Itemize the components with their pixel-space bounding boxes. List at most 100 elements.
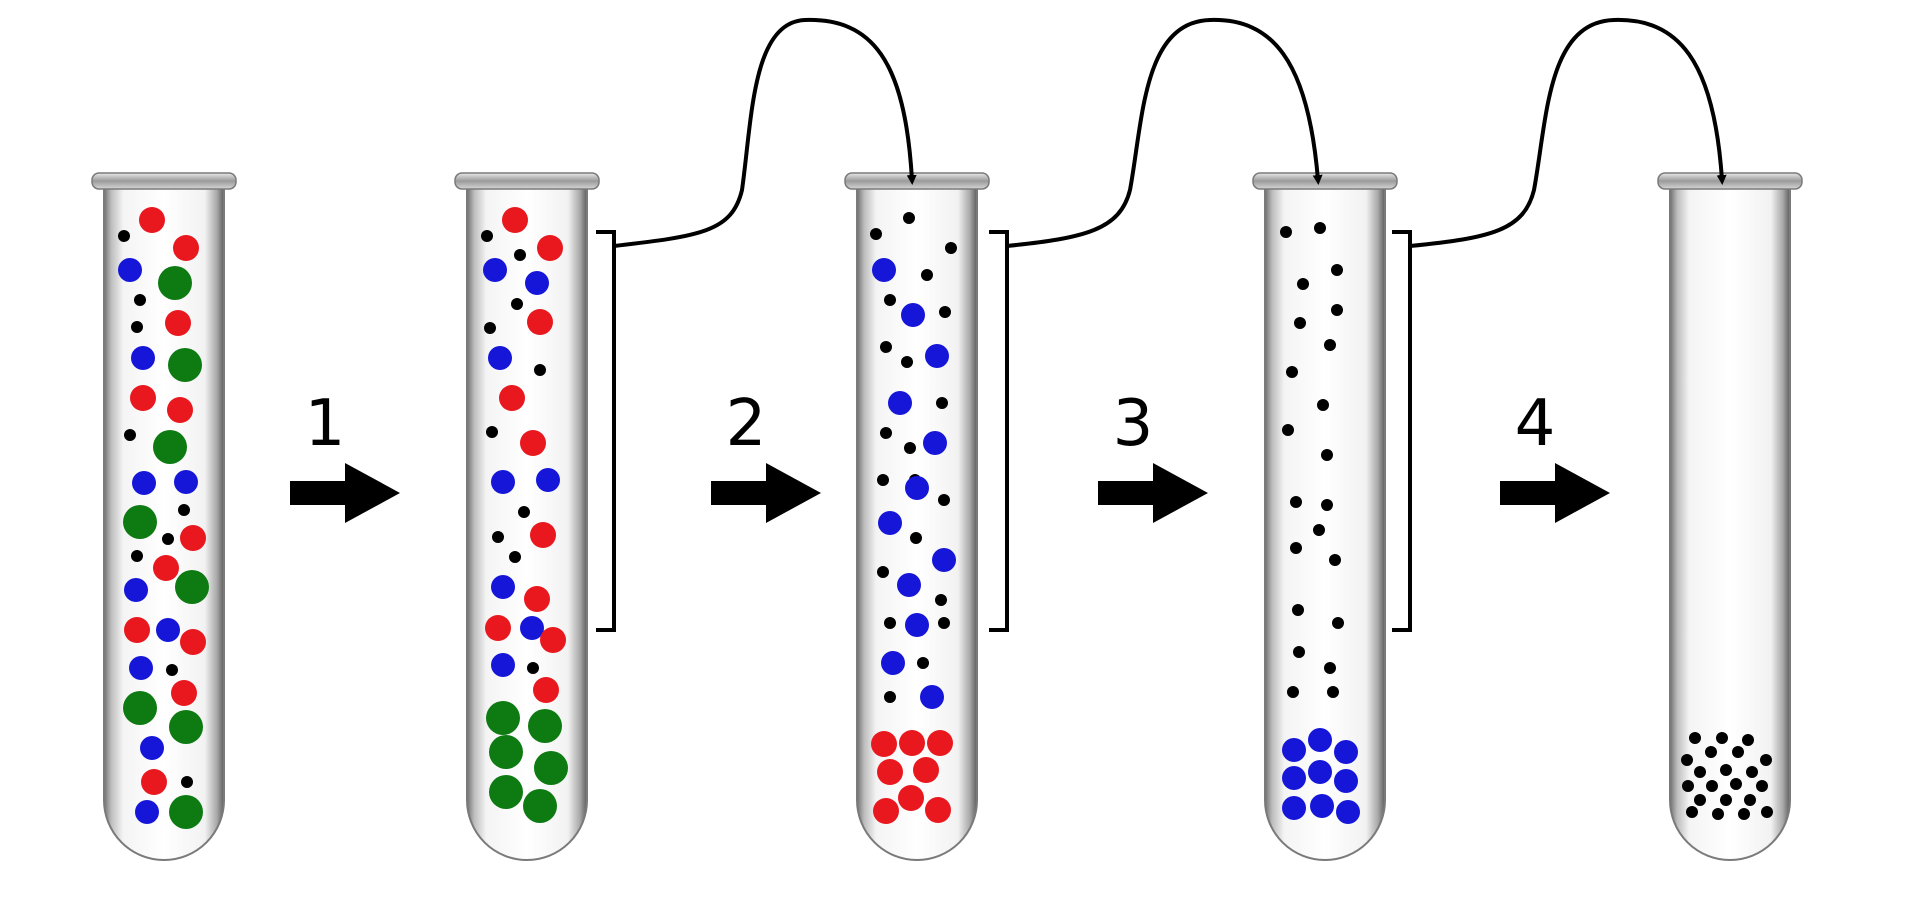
- small-black-particle: [1293, 646, 1305, 658]
- small-black-particle: [910, 532, 922, 544]
- red-particle: [527, 309, 553, 335]
- blue-particle: [920, 685, 944, 709]
- blue-particle: [536, 468, 560, 492]
- black-sediment-particle: [1760, 754, 1772, 766]
- small-black-particle: [486, 426, 498, 438]
- step-1-arrow: 1: [290, 387, 400, 523]
- small-black-particle: [904, 442, 916, 454]
- small-black-particle: [877, 566, 889, 578]
- red-sediment-particle: [871, 731, 897, 757]
- red-particle: [171, 680, 197, 706]
- small-black-particle: [181, 776, 193, 788]
- black-sediment-particle: [1716, 732, 1728, 744]
- red-particle: [153, 555, 179, 581]
- step-2-label: 2: [726, 387, 767, 461]
- black-sediment-particle: [1694, 766, 1706, 778]
- small-black-particle: [1324, 662, 1336, 674]
- small-black-particle: [1297, 278, 1309, 290]
- red-particle: [524, 586, 550, 612]
- small-black-particle: [1317, 399, 1329, 411]
- blue-particle: [488, 346, 512, 370]
- small-black-particle: [1321, 499, 1333, 511]
- small-black-particle: [938, 617, 950, 629]
- step-3-label: 3: [1113, 387, 1154, 461]
- test-tube-rim: [1657, 172, 1803, 190]
- step-4-arrow: 4: [1500, 387, 1610, 523]
- blue-particle: [878, 511, 902, 535]
- green-sediment-particle: [489, 735, 523, 769]
- small-black-particle: [884, 294, 896, 306]
- tube-after-step-3: [1252, 172, 1398, 861]
- small-black-particle: [938, 494, 950, 506]
- right-arrow-icon: [1098, 463, 1208, 523]
- small-black-particle: [118, 230, 130, 242]
- black-sediment-particle: [1681, 754, 1693, 766]
- black-sediment-particle: [1742, 734, 1754, 746]
- black-sediment-particle: [1706, 780, 1718, 792]
- small-black-particle: [1286, 366, 1298, 378]
- small-black-particle: [903, 212, 915, 224]
- black-sediment-particle: [1730, 778, 1742, 790]
- black-sediment-particle: [1732, 746, 1744, 758]
- red-sediment-particle: [899, 730, 925, 756]
- tube-after-step-2: [844, 172, 990, 861]
- red-sediment-particle: [877, 759, 903, 785]
- red-sediment-particle: [927, 730, 953, 756]
- black-sediment-particle: [1756, 780, 1768, 792]
- red-particle: [537, 235, 563, 261]
- blue-sediment-particle: [1308, 728, 1332, 752]
- green-sediment-particle: [528, 709, 562, 743]
- red-particle: [173, 235, 199, 261]
- step-2-arrow: 2: [711, 387, 821, 523]
- small-black-particle: [1287, 686, 1299, 698]
- small-black-particle: [1294, 317, 1306, 329]
- red-particle: [485, 615, 511, 641]
- blue-particle: [140, 736, 164, 760]
- test-tube-glass: [1264, 184, 1386, 861]
- small-black-particle: [514, 249, 526, 261]
- small-black-particle: [1332, 617, 1344, 629]
- small-black-particle: [935, 594, 947, 606]
- small-black-particle: [1292, 604, 1304, 616]
- blue-sediment-particle: [1282, 766, 1306, 790]
- green-particle: [123, 691, 157, 725]
- transfer-arrow-to-tube-4: [1006, 17, 1323, 248]
- small-black-particle: [481, 230, 493, 242]
- black-sediment-particle: [1761, 806, 1773, 818]
- small-black-particle: [1314, 222, 1326, 234]
- small-black-particle: [131, 550, 143, 562]
- small-black-particle: [484, 322, 496, 334]
- blue-particle: [881, 651, 905, 675]
- blue-particle: [897, 573, 921, 597]
- red-particle: [502, 207, 528, 233]
- small-black-particle: [124, 429, 136, 441]
- small-black-particle: [1324, 339, 1336, 351]
- red-particle: [167, 397, 193, 423]
- supernatant-bracket: [1392, 230, 1412, 632]
- blue-particle: [483, 258, 507, 282]
- right-arrow-icon: [1500, 463, 1610, 523]
- blue-particle: [901, 303, 925, 327]
- small-black-particle: [492, 531, 504, 543]
- blue-particle: [132, 471, 156, 495]
- small-black-particle: [917, 657, 929, 669]
- red-particle: [141, 769, 167, 795]
- blue-particle: [932, 548, 956, 572]
- black-sediment-particle: [1686, 806, 1698, 818]
- blue-particle: [491, 653, 515, 677]
- red-sediment-particle: [898, 785, 924, 811]
- small-black-particle: [936, 397, 948, 409]
- small-black-particle: [534, 364, 546, 376]
- small-black-particle: [527, 662, 539, 674]
- small-black-particle: [511, 298, 523, 310]
- supernatant-bracket: [989, 230, 1009, 632]
- red-sediment-particle: [913, 757, 939, 783]
- black-sediment-particle: [1694, 794, 1706, 806]
- blue-particle: [905, 613, 929, 637]
- green-sediment-particle: [534, 751, 568, 785]
- blue-particle: [525, 271, 549, 295]
- small-black-particle: [1329, 554, 1341, 566]
- small-black-particle: [1282, 424, 1294, 436]
- blue-particle: [118, 258, 142, 282]
